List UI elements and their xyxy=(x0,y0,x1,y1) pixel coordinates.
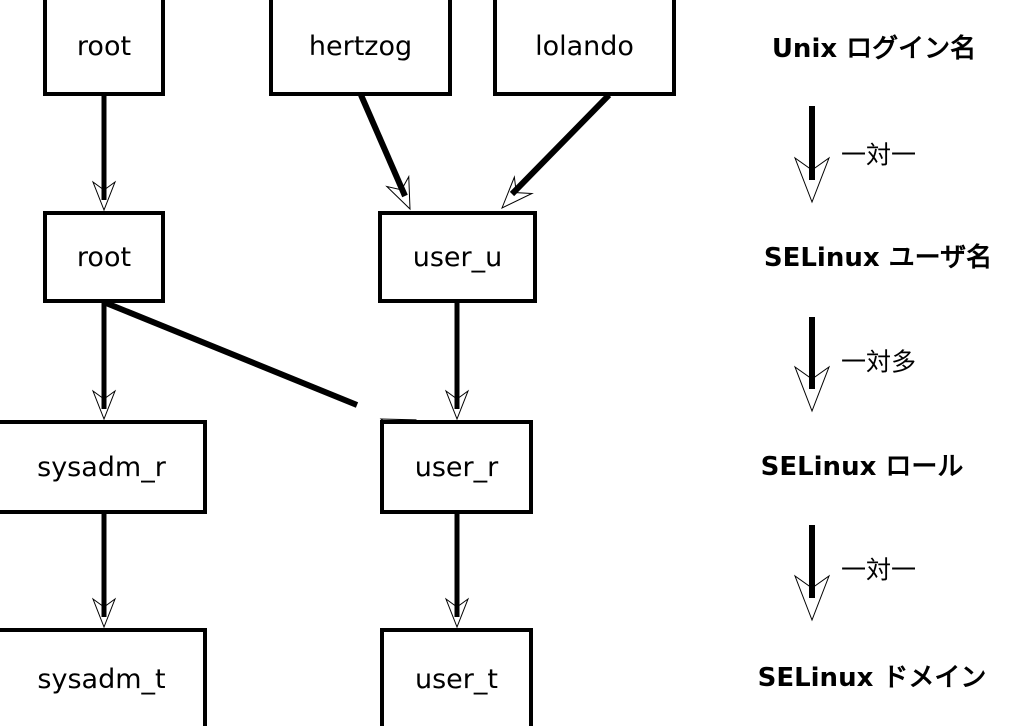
legend-relation-user-to-role: 一対多 xyxy=(841,347,917,377)
legend-relation-login-to-user: 一対一 xyxy=(841,140,917,170)
edge-sysadm-r-to-sysadm-t xyxy=(92,514,116,628)
legend-tier-selinux-domain: SELinux ドメイン xyxy=(757,663,987,693)
node-label: root xyxy=(76,30,132,62)
node-sysadm-r[interactable]: sysadm_r xyxy=(0,420,207,514)
edge-user-u-to-user-r xyxy=(445,303,469,420)
node-root-seuser[interactable]: root xyxy=(43,211,165,303)
legend-arrow-2 xyxy=(793,317,831,413)
node-lolando[interactable]: lolando xyxy=(493,0,676,96)
legend-tier-unix-login: Unix ログイン名 xyxy=(771,34,977,64)
edge-user-r-to-user-t xyxy=(445,514,469,628)
node-root-login[interactable]: root xyxy=(43,0,165,96)
legend-arrow-3 xyxy=(793,525,831,622)
edge-root-seuser-to-sysadm-r xyxy=(92,303,116,420)
node-label: hertzog xyxy=(308,30,413,62)
node-label: lolando xyxy=(535,30,634,62)
legend-relation-role-to-domain: 一対一 xyxy=(841,555,917,585)
node-label: sysadm_t xyxy=(37,663,166,695)
node-label: root xyxy=(76,241,132,273)
node-sysadm-t[interactable]: sysadm_t xyxy=(0,628,207,726)
edge-hertzog-to-user-u xyxy=(358,93,411,211)
node-label: sysadm_r xyxy=(37,451,166,483)
edge-lolando-to-user-u xyxy=(501,92,612,210)
edge-root-login-to-root-seuser xyxy=(92,96,116,211)
legend-tier-selinux-user: SELinux ユーザ名 xyxy=(763,243,993,273)
legend-arrow-1 xyxy=(793,106,831,204)
node-label: user_u xyxy=(412,241,503,273)
node-hertzog[interactable]: hertzog xyxy=(269,0,452,96)
node-label: user_r xyxy=(414,451,499,483)
node-user-r[interactable]: user_r xyxy=(380,420,533,514)
node-user-t[interactable]: user_t xyxy=(380,628,533,726)
legend-tier-selinux-role: SELinux ロール xyxy=(760,452,964,482)
node-user-u[interactable]: user_u xyxy=(378,211,537,303)
node-label: user_t xyxy=(415,663,498,695)
